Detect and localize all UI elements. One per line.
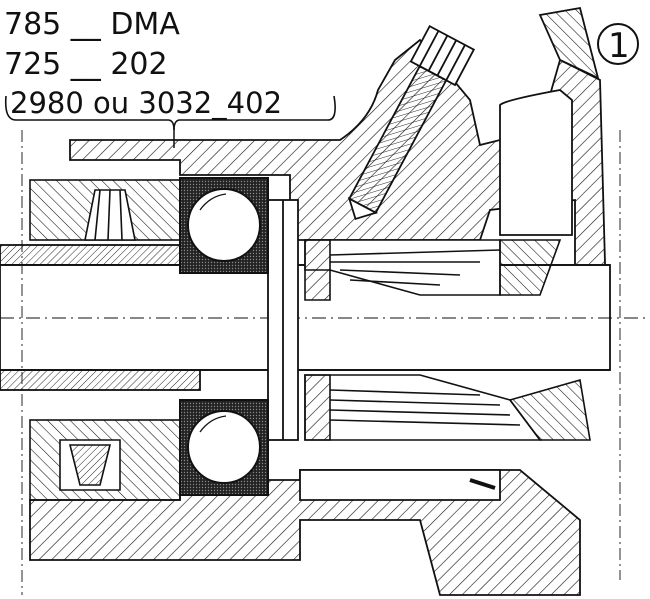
- housing-bottom: [29, 469, 581, 596]
- set-screw: [347, 24, 476, 221]
- reference-labels: 785 __ DMA 725 __ 202 2980 ou 3032_402: [4, 7, 336, 148]
- label-line-3: 2980 ou 3032_402: [10, 86, 282, 120]
- label-line-2: 725 __ 202: [4, 47, 168, 82]
- left-cap: [29, 179, 181, 501]
- bevel-gear-bottom: [304, 374, 591, 441]
- construction-lines: [21, 130, 621, 595]
- ball-bearing-top: [179, 177, 269, 274]
- bevel-gear-top: [304, 239, 562, 301]
- figure-number: 1: [608, 26, 630, 66]
- ball-bearing-bottom: [179, 399, 269, 496]
- housing-top: [69, 6, 607, 301]
- spacer-ring: [267, 199, 299, 441]
- figure-number-badge: 1: [597, 23, 639, 66]
- label-line-1: 785 __ DMA: [4, 7, 180, 42]
